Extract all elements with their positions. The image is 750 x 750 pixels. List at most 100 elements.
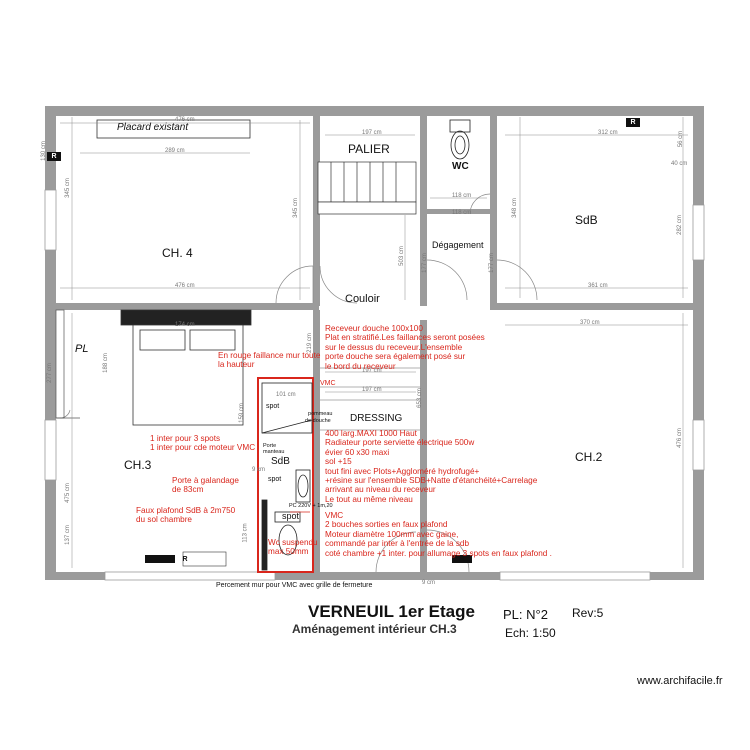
room-ch4: CH. 4	[162, 246, 193, 260]
annotation-line: le bord du receveur	[325, 361, 396, 371]
sdb-outline	[257, 377, 314, 573]
spot-label-2: spot	[268, 476, 282, 483]
dim: 289 cm	[165, 148, 185, 154]
plan-title: VERNEUIL 1er Etage	[308, 602, 475, 621]
annotation-line: du sol chambre	[136, 515, 192, 525]
vmc-top-label: VMC	[320, 380, 336, 387]
dim: 9 cm	[422, 580, 436, 586]
annotation-percement: Percement mur pour VMC avec grille de fe…	[216, 582, 373, 589]
dim: 197 cm	[362, 368, 382, 374]
annotation-line: commandé par inter à l'entrée de la sdb	[325, 539, 470, 549]
room-wc: WC	[452, 161, 469, 172]
annotation-line: Moteur diamètre 100mm avec gaine,	[325, 529, 459, 539]
watermark: www.archifacile.fr	[637, 675, 723, 687]
annotation-line: Plat en stratifié.Les faillances seront …	[325, 333, 485, 343]
radiator-marker: R	[459, 556, 465, 563]
dim: 348 cm	[511, 198, 518, 218]
annotation-line: Wc suspendu	[268, 538, 318, 547]
annotation-line: évier 60 x30 maxi	[325, 447, 390, 457]
dressing-lines	[320, 367, 420, 431]
dim: 118 cm	[452, 210, 472, 216]
dim: 282 cm	[676, 215, 683, 235]
dim: 277 cm	[46, 363, 53, 383]
room-couloir: Couloir	[345, 293, 380, 305]
dim: 56 cm	[678, 130, 685, 148]
dim: 159 cm	[238, 403, 245, 423]
dim: 475 cm	[64, 483, 71, 503]
dim: 174 cm	[175, 322, 195, 328]
room-sdb-small: SdB	[271, 456, 290, 467]
radiator-marker: R	[626, 118, 640, 127]
dim: 130 cm	[40, 141, 47, 161]
plan-scale: Ech: 1:50	[505, 626, 556, 640]
porte-manteau-label: Porte manteau	[263, 443, 285, 455]
doors	[59, 193, 538, 573]
dim: 188 cm	[102, 353, 109, 373]
annotation-line: VMC	[325, 511, 344, 520]
room-ch2: CH.2	[575, 450, 603, 464]
room-sdb: SdB	[575, 213, 598, 227]
annotation-line: porte douche sera également posé sur	[325, 352, 466, 362]
annotation-line: tout fini avec Plots+Aggloméré hydrofugé…	[325, 466, 480, 476]
dim: 177 cm	[488, 253, 495, 273]
room-palier: PALIER	[348, 142, 390, 156]
radiator-ch2	[452, 555, 472, 563]
dim: 113 cm	[242, 523, 249, 543]
annotation-line: Radiateur porte serviette électrique 500…	[325, 438, 475, 448]
annotation-line: arrivant au niveau du receveur	[325, 485, 436, 495]
annotation-receveur: Receveur douche 100x100 Plat en stratifi…	[325, 324, 485, 371]
windows	[44, 189, 705, 581]
room-ch3: CH.3	[124, 458, 152, 472]
dim: 40 cm	[671, 161, 688, 167]
spot-label-1: spot	[266, 403, 280, 410]
stairs	[317, 161, 417, 215]
plan-subtitle: Aménagement intérieur CH.3	[292, 622, 457, 636]
dim: 503 cm	[398, 246, 405, 266]
dim: 476 cm	[676, 428, 683, 448]
desk-ch3	[182, 551, 227, 567]
plan-number: PL: N°2	[503, 607, 548, 622]
annotation-meuble: 400 larg.MAXI 1000 Haut Radiateur porte …	[325, 429, 537, 504]
annotation-line: Le tout au même niveau	[325, 494, 413, 504]
annotation-line: de 83cm	[172, 485, 204, 495]
dim: 653 cm	[416, 388, 423, 408]
dim: 361 cm	[588, 283, 608, 289]
pommeau-label: pommeau	[308, 411, 333, 417]
dim: 219 cm	[306, 333, 313, 353]
annotation-line: sol +15	[325, 457, 352, 467]
annotation-line: +résine sur l'ensemble SDB+Natte d'étanc…	[325, 476, 538, 486]
dim: 476 cm	[175, 117, 195, 123]
annotation-line: Faux plafond SdB à 2m750	[136, 506, 236, 515]
plan-revision: Rev:5	[572, 606, 604, 620]
annotation-wc-suspendu: Wc suspendu max 50mm	[268, 538, 318, 557]
annotation-line: coté chambre +1 inter. pour allumage 3 s…	[325, 548, 552, 558]
dim: 370 cm	[580, 320, 600, 326]
annotation-plafond: Faux plafond SdB à 2m750 du sol chambre	[136, 506, 235, 525]
dim: 345 cm	[292, 198, 299, 218]
room-pl: PL	[75, 343, 89, 355]
annotation-line: max 50mm	[268, 547, 309, 557]
placard-label: Placard existant	[117, 122, 189, 133]
de-douche-label: de douche	[305, 418, 331, 424]
annotation-galandage: Porte à galandage de 83cm	[172, 476, 239, 495]
annotation-line: la hauteur	[218, 360, 255, 370]
dim: 118 cm	[452, 193, 472, 199]
dim: 197 cm	[362, 387, 382, 393]
walls	[45, 106, 704, 580]
dim: 197 cm	[362, 130, 382, 136]
annotation-line: Receveur douche 100x100	[325, 324, 423, 333]
radiator-marker: R	[182, 556, 188, 563]
annotation-line: 400 larg.MAXI 1000 Haut	[325, 429, 417, 438]
dimension-lines	[60, 117, 688, 568]
radiator-ch3	[145, 555, 175, 563]
annotation-line: 1 inter pour cde moteur VMC	[150, 443, 256, 453]
dim: 345 cm	[64, 178, 71, 198]
annotation-line: 2 bouches sorties en faux plafond	[325, 520, 448, 530]
dim: 476 cm	[175, 283, 195, 289]
annotation-line: sur le dessus du receveur.L'ensemble	[325, 342, 463, 352]
wardrobe	[55, 309, 80, 419]
dim: 137 cm	[64, 525, 71, 545]
annotation-faience: En rouge faillance mur toute la hauteur	[218, 351, 320, 370]
radiator-marker: R	[47, 152, 61, 161]
